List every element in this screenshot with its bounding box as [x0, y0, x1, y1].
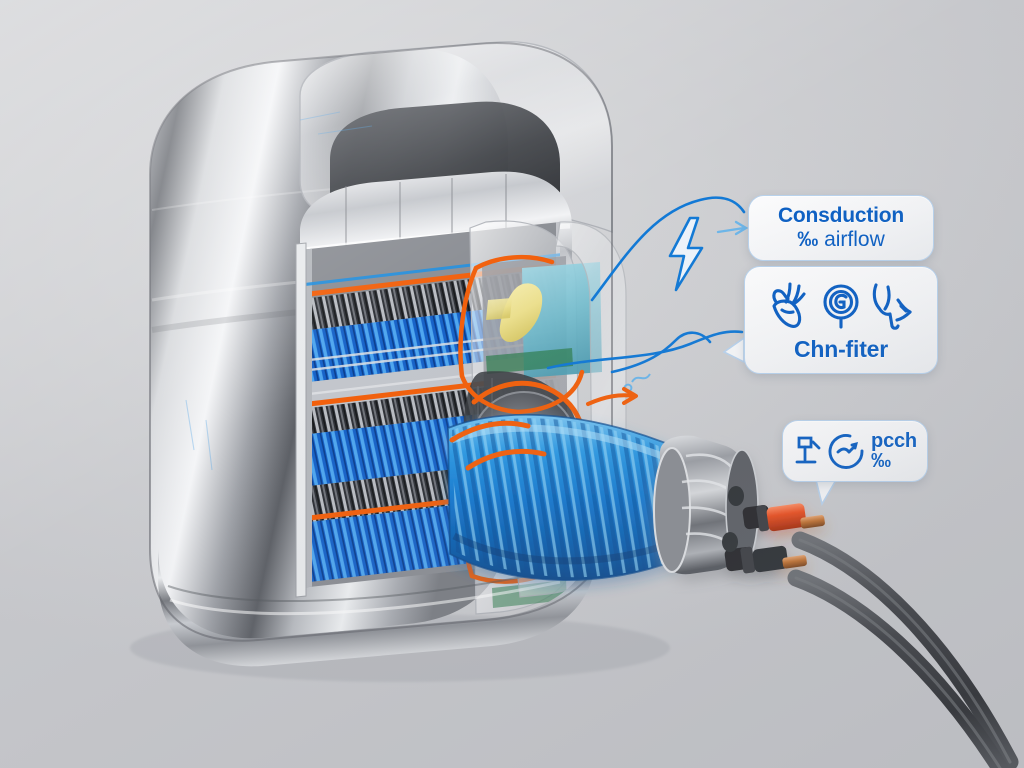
deflector-vane-2: [486, 298, 512, 320]
callout-pcch-row: pcch ‰: [793, 431, 917, 471]
press-sketch-icon: [795, 436, 821, 464]
conduction-airflow-callout[interactable]: Consduction ‰ airflow: [748, 195, 934, 261]
orange-flow-arrow: [586, 387, 638, 406]
power-cables: [787, 531, 1019, 768]
flow-squiggle: [623, 373, 651, 393]
control-board-plate: [522, 262, 602, 378]
circle-g-icon: [823, 284, 859, 329]
terminal-red: [742, 503, 825, 532]
tail-filter: [722, 336, 745, 364]
callout-tails: [722, 336, 838, 507]
callout-filter-icons: [768, 277, 914, 335]
blue-corrugated-hose: [447, 413, 683, 581]
antler-sketch-icon: [772, 282, 806, 329]
tail-pcch: [814, 479, 838, 507]
leader-line-pcch: [610, 331, 712, 374]
chn-filter-callout[interactable]: Chn-fiter: [744, 266, 938, 374]
leader-line-conduction: [590, 196, 746, 302]
callout-conduction-line2: ‰ airflow: [797, 227, 885, 251]
terminal-black: [724, 545, 807, 574]
deflector-vane: [499, 283, 543, 343]
hose-flow-straps: [449, 420, 547, 471]
gauge-dial-icon: [828, 434, 864, 469]
permille-symbol: ‰: [797, 227, 819, 251]
cut-edge-left: [295, 242, 307, 598]
callout-pcch-label: pcch: [871, 430, 917, 452]
lightning-bolt-icon: [668, 216, 704, 292]
leader-line-filter: [546, 330, 744, 370]
cylindrical-plug-connector: [653, 435, 825, 575]
fork-sketch-icon: [872, 283, 912, 330]
callout-conduction-line1: Consduction: [777, 204, 905, 228]
shell-reflections: [185, 111, 373, 471]
base-plinth: [158, 528, 596, 667]
pcch-callout[interactable]: pcch ‰: [782, 420, 928, 482]
leader-lines: [546, 196, 746, 374]
callout-arrow-conduction: [716, 220, 749, 236]
callout-filter-label: Chn-fiter: [793, 336, 889, 363]
callout-pcch-symbol: ‰: [871, 450, 891, 472]
housing-outline: [149, 42, 613, 642]
